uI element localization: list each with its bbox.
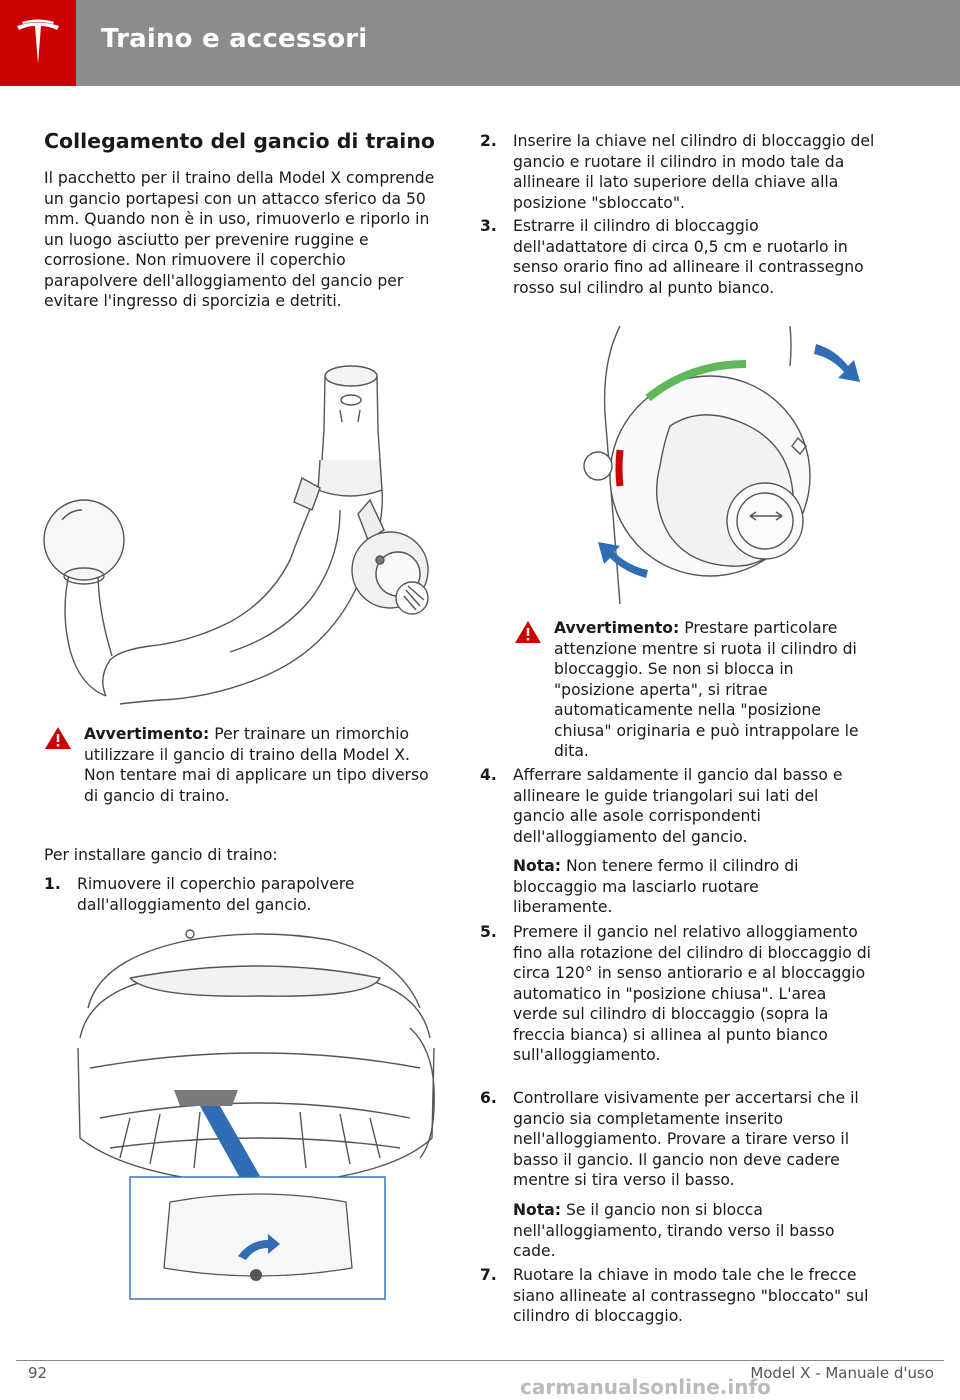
step-text: Premere il gancio nel relativo alloggiam… xyxy=(513,923,871,1065)
tow-hitch-illustration xyxy=(43,365,429,705)
note-label: Nota: xyxy=(513,1201,561,1219)
warning-box: Avvertimento: Prestare particolare atten… xyxy=(514,618,880,760)
page-title: Traino e accessori xyxy=(101,24,368,54)
rotate-arrow-icon xyxy=(598,542,648,578)
page-header: Traino e accessori xyxy=(0,0,960,86)
rotate-arrow-icon xyxy=(238,1234,280,1260)
lock-cylinder-illustration xyxy=(583,326,860,605)
note-label: Nota: xyxy=(513,857,561,875)
step-7: 7. Ruotare la chiave in modo tale che le… xyxy=(480,1265,880,1329)
warning-body: Per trainare un rimorchio utilizzare il … xyxy=(84,725,429,805)
tesla-logo-icon xyxy=(17,19,59,64)
step-text: Afferrare saldamente il gancio dal basso… xyxy=(513,766,843,846)
rotate-arrow-icon xyxy=(814,344,860,382)
watermark: carmanualsonline.info xyxy=(520,1375,771,1399)
step-number: 6. xyxy=(480,1089,497,1107)
car-underside-illustration xyxy=(77,929,435,1300)
warning-box: Avvertimento: Per trainare un rimorchio … xyxy=(44,724,440,814)
step-6: 6. Controllare visivamente per accertars… xyxy=(480,1088,880,1192)
step-1: 1. Rimuovere il coperchio parapolvere da… xyxy=(44,874,440,918)
step-5: 5. Premere il gancio nel relativo allogg… xyxy=(480,922,880,1086)
step-number: 1. xyxy=(44,875,61,893)
step-3: 3. Estrarre il cilindro di bloccaggio de… xyxy=(480,216,880,320)
intro-paragraph: Il pacchetto per il traino della Model X… xyxy=(44,169,435,311)
warning-triangle-icon xyxy=(45,727,71,749)
step-2: 2. Inserire la chiave nel cilindro di bl… xyxy=(480,131,880,215)
step-text: Ruotare la chiave in modo tale che le fr… xyxy=(513,1266,869,1326)
step-number: 3. xyxy=(480,217,497,235)
step-text: Inserire la chiave nel cilindro di blocc… xyxy=(513,132,875,212)
note-text: Non tenere fermo il cilindro di bloccagg… xyxy=(513,857,799,917)
warning-triangle-icon xyxy=(515,621,541,643)
footer-title: Model X - Manuale d'uso xyxy=(750,1364,934,1382)
warning-text: Avvertimento: Per trainare un rimorchio … xyxy=(84,724,440,806)
install-intro: Per installare gancio di traino: xyxy=(44,846,278,864)
note: Nota: Non tenere fermo il cilindro di bl… xyxy=(513,856,853,918)
warning-text: Avvertimento: Prestare particolare atten… xyxy=(554,618,866,762)
section-heading: Collegamento del gancio di traino xyxy=(44,129,436,153)
footer-divider xyxy=(16,1360,944,1361)
step-text: Controllare visivamente per accertarsi c… xyxy=(513,1089,859,1190)
step-4: 4. Afferrare saldamente il gancio dal ba… xyxy=(480,765,880,849)
note-text: Se il gancio non si blocca nell'alloggia… xyxy=(513,1201,835,1261)
step-text: Estrarre il cilindro di bloccaggio dell'… xyxy=(513,217,864,297)
step-text: Rimuovere il coperchio parapolvere dall'… xyxy=(77,875,355,914)
note: Nota: Se il gancio non si blocca nell'al… xyxy=(513,1200,853,1262)
step-number: 5. xyxy=(480,923,497,941)
step-number: 7. xyxy=(480,1266,497,1284)
warning-body: Prestare particolare attenzione mentre s… xyxy=(554,619,859,761)
page-number: 92 xyxy=(28,1364,48,1382)
warning-label: Avvertimento: xyxy=(84,725,210,743)
step-number: 2. xyxy=(480,132,497,150)
tesla-logo xyxy=(0,0,76,86)
warning-label: Avvertimento: xyxy=(554,619,680,637)
step-number: 4. xyxy=(480,766,497,784)
